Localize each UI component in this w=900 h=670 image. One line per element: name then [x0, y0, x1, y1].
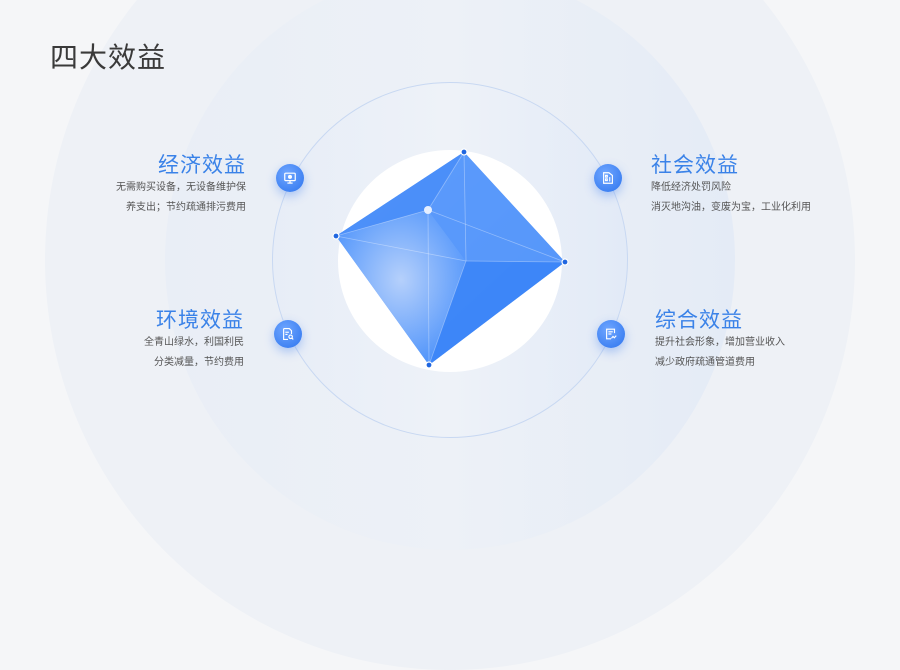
benefit-social: 社会效益 降低经济处罚风险 消灭地沟油，变废为宝，工业化利用 [651, 152, 811, 218]
benefit-line: 提升社会形象，增加营业收入 [655, 337, 785, 348]
benefit-economic: 经济效益 无需购买设备，无设备维护保 养支出；节约疏通排污费用 [116, 152, 246, 218]
benefit-comprehensive: 综合效益 提升社会形象，增加营业收入 减少政府疏通管道费用 [655, 307, 785, 373]
benefit-line: 分类减量，节约费用 [154, 357, 244, 368]
building-icon [594, 164, 622, 192]
pyramid-graphic [332, 148, 569, 369]
benefit-line: 无需购买设备，无设备维护保 [116, 182, 246, 193]
benefit-heading: 环境效益 [156, 308, 244, 332]
benefit-heading: 综合效益 [655, 308, 743, 332]
monitor-icon [276, 164, 304, 192]
benefit-heading: 社会效益 [651, 153, 739, 177]
benefit-line: 养支出；节约疏通排污费用 [126, 202, 246, 213]
report-chart-icon [597, 320, 625, 348]
benefit-line: 全青山绿水，利国利民 [144, 337, 244, 348]
benefit-line: 减少政府疏通管道费用 [655, 357, 755, 368]
document-search-icon [274, 320, 302, 348]
page-title: 四大效益 [50, 41, 167, 74]
benefit-environmental: 环境效益 全青山绿水，利国利民 分类减量，节约费用 [144, 307, 244, 373]
benefit-heading: 经济效益 [158, 153, 246, 177]
benefit-line: 降低经济处罚风险 [651, 182, 731, 193]
benefit-line: 消灭地沟油，变废为宝，工业化利用 [651, 202, 811, 213]
